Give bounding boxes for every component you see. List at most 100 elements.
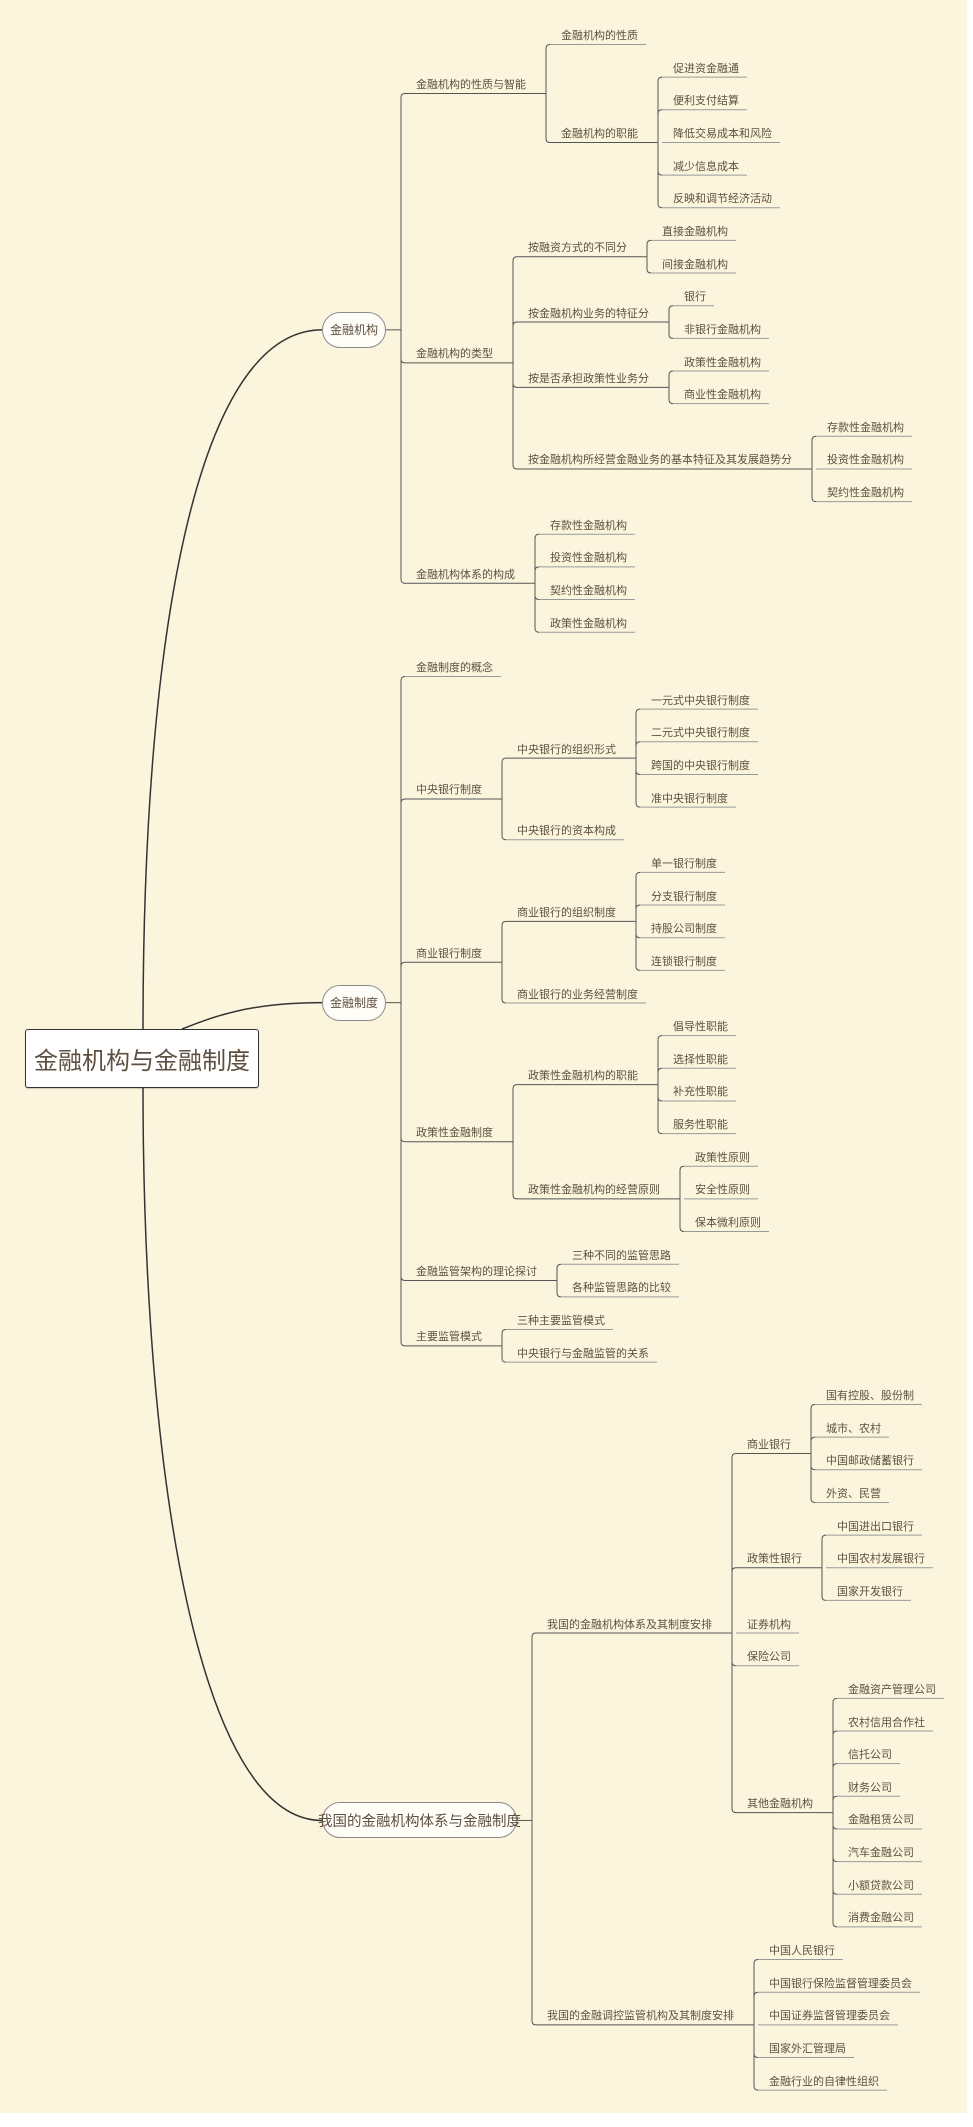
leaf-node[interactable]: 政策性原则 [695, 1150, 750, 1164]
leaf-node[interactable]: 契约性金融机构 [827, 486, 904, 500]
topic-node[interactable]: 金融机构的性质与智能 [416, 77, 526, 91]
leaf-node[interactable]: 金融租赁公司 [848, 1813, 914, 1827]
leaf-node[interactable]: 金融行业的自律性组织 [769, 2074, 879, 2088]
leaf-node[interactable]: 政策性金融机构 [684, 355, 761, 369]
leaf-node[interactable]: 准中央银行制度 [651, 791, 728, 805]
leaf-node[interactable]: 保险公司 [747, 1650, 791, 1664]
topic-node[interactable]: 金融机构体系的构成 [416, 567, 515, 581]
leaf-node[interactable]: 财务公司 [848, 1780, 892, 1794]
leaf-node[interactable]: 中央银行与金融监管的关系 [517, 1346, 649, 1360]
leaf-node[interactable]: 非银行金融机构 [684, 322, 761, 336]
leaf-node[interactable]: 投资性金融机构 [550, 551, 627, 565]
topic-node[interactable]: 政策性金融制度 [416, 1126, 493, 1140]
leaf-node[interactable]: 证券机构 [747, 1617, 791, 1631]
leaf-node[interactable]: 国家外汇管理局 [769, 2042, 846, 2055]
leaf-node[interactable]: 直接金融机构 [662, 224, 728, 238]
leaf-node[interactable]: 间接金融机构 [662, 257, 728, 271]
leaf-node[interactable]: 中国邮政储蓄银行 [826, 1454, 914, 1468]
topic-node[interactable]: 我国的金融调控监管机构及其制度安排 [547, 2009, 734, 2023]
leaf-node[interactable]: 消费金融公司 [848, 1911, 914, 1925]
main-topic-pill[interactable]: 我国的金融机构体系与金融制度 [318, 1802, 521, 1839]
topic-node[interactable]: 中央银行的组织形式 [517, 742, 616, 756]
topic-node[interactable]: 金融机构的职能 [561, 126, 638, 140]
branch-connector [753, 2024, 759, 2091]
leaf-node[interactable]: 农村信用合作社 [848, 1715, 925, 1729]
leaf-node[interactable]: 安全性原则 [695, 1183, 750, 1197]
leaf-node[interactable]: 保本微利原则 [695, 1216, 761, 1230]
topic-node[interactable]: 政策性银行 [747, 1552, 802, 1566]
branch-connector [657, 1035, 663, 1085]
leaf-node[interactable]: 三种主要监管模式 [517, 1314, 605, 1327]
branch-connector [731, 1567, 737, 1634]
leaf-node[interactable]: 中央银行的资本构成 [517, 824, 616, 838]
leaf-node[interactable]: 政策性金融机构 [550, 616, 627, 630]
leaf-node[interactable]: 金融机构的性质 [561, 29, 638, 42]
topic-node[interactable]: 中央银行制度 [416, 783, 482, 797]
branch-connector [400, 92, 406, 330]
leaf-node[interactable]: 中国进出口银行 [837, 1519, 914, 1533]
leaf-node[interactable]: 减少信息成本 [673, 159, 739, 173]
topic-node[interactable]: 商业银行制度 [416, 946, 482, 960]
branch-connector [635, 921, 641, 971]
topic-node[interactable]: 商业银行 [747, 1437, 791, 1451]
branch-connector [531, 1632, 537, 1821]
leaf-node[interactable]: 中国银行保险监督管理委员会 [769, 1976, 912, 1990]
root-topic[interactable]: 金融机构与金融制度 [25, 1029, 259, 1088]
topic-node[interactable]: 按融资方式的不同分 [528, 241, 627, 255]
leaf-node[interactable]: 金融资产管理公司 [848, 1682, 936, 1696]
topic-node[interactable]: 金融监管架构的理论探讨 [416, 1265, 537, 1279]
leaf-node[interactable]: 中国人民银行 [769, 1944, 835, 1958]
branch-connector [512, 1141, 518, 1200]
leaf-node[interactable]: 单一银行制度 [651, 856, 717, 870]
leaf-node[interactable]: 中国农村发展银行 [837, 1552, 925, 1566]
topic-node[interactable]: 按金融机构业务的特征分 [528, 306, 649, 320]
leaf-node[interactable]: 商业性金融机构 [684, 388, 761, 402]
leaf-node[interactable]: 持股公司制度 [651, 922, 717, 936]
topic-node[interactable]: 按金融机构所经营金融业务的基本特征及其发展趋势分 [528, 453, 792, 467]
leaf-node[interactable]: 补充性职能 [673, 1085, 728, 1099]
leaf-node[interactable]: 分支银行制度 [651, 889, 717, 903]
leaf-node[interactable]: 反映和调节经济活动 [673, 192, 772, 206]
topic-node[interactable]: 按是否承担政策性业务分 [528, 371, 649, 385]
main-topic-pill[interactable]: 金融机构 [322, 311, 386, 348]
leaf-node[interactable]: 契约性金融机构 [550, 584, 627, 598]
branch-connector [832, 1730, 838, 1813]
topic-node[interactable]: 其他金融机构 [747, 1797, 813, 1811]
leaf-node[interactable]: 倡导性职能 [673, 1020, 728, 1034]
leaf-node[interactable]: 信托公司 [848, 1748, 892, 1762]
topic-node[interactable]: 金融机构的类型 [416, 347, 493, 361]
leaf-node[interactable]: 促进资金融通 [673, 61, 739, 75]
leaf-node[interactable]: 存款性金融机构 [550, 518, 627, 532]
leaf-node[interactable]: 服务性职能 [673, 1118, 728, 1132]
main-topic-pill[interactable]: 金融制度 [322, 984, 386, 1021]
leaf-node[interactable]: 降低交易成本和风险 [673, 126, 772, 140]
topic-node[interactable]: 政策性金融机构的职能 [528, 1069, 638, 1083]
branch-connector [545, 93, 551, 143]
leaf-node[interactable]: 连锁银行制度 [651, 954, 717, 968]
leaf-node[interactable]: 外资、民营 [826, 1486, 881, 1500]
topic-node[interactable]: 主要监管模式 [416, 1330, 482, 1344]
leaf-node[interactable]: 三种不同的监管思路 [572, 1248, 671, 1262]
leaf-node[interactable]: 小额贷款公司 [848, 1878, 914, 1892]
leaf-node[interactable]: 跨国的中央银行制度 [651, 758, 750, 772]
topic-node[interactable]: 我国的金融机构体系及其制度安排 [547, 1617, 712, 1631]
topic-node[interactable]: 政策性金融机构的经营原则 [528, 1183, 660, 1197]
root-curve-2 [181, 1001, 323, 1030]
leaf-node[interactable]: 选择性职能 [673, 1052, 728, 1066]
leaf-node[interactable]: 便利支付结算 [673, 94, 739, 108]
leaf-node[interactable]: 存款性金融机构 [827, 420, 904, 434]
leaf-node[interactable]: 商业银行的业务经营制度 [517, 987, 638, 1001]
leaf-node[interactable]: 汽车金融公司 [848, 1846, 914, 1860]
leaf-node[interactable]: 国家开发银行 [837, 1584, 903, 1598]
leaf-node[interactable]: 城市、农村 [826, 1421, 881, 1435]
leaf-node[interactable]: 一元式中央银行制度 [651, 693, 750, 707]
leaf-node[interactable]: 中国证券监督管理委员会 [769, 2009, 890, 2023]
branch-connector [400, 329, 406, 584]
leaf-node[interactable]: 投资性金融机构 [827, 453, 904, 467]
leaf-node[interactable]: 国有控股、股份制 [826, 1389, 914, 1402]
topic-node[interactable]: 商业银行的组织制度 [517, 905, 616, 919]
leaf-node[interactable]: 各种监管思路的比较 [572, 1281, 671, 1295]
leaf-node[interactable]: 二元式中央银行制度 [651, 726, 750, 740]
leaf-node[interactable]: 金融制度的概念 [416, 661, 493, 674]
leaf-node[interactable]: 银行 [684, 290, 706, 304]
